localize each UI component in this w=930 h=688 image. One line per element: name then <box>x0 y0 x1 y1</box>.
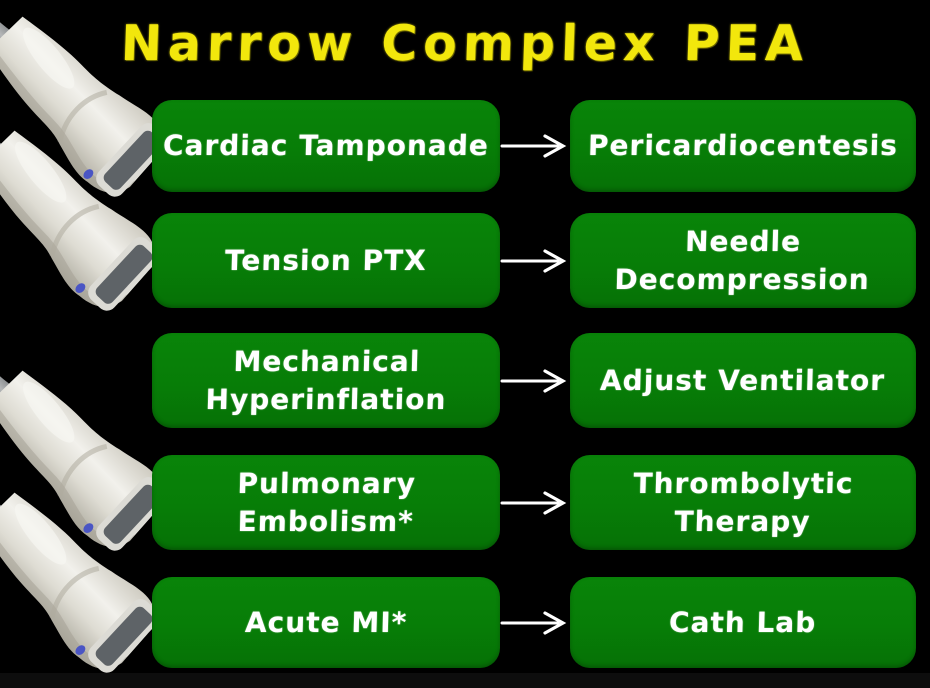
treatment-box: Pericardiocentesis <box>570 100 916 192</box>
cause-box-label: Tension PTX <box>224 243 428 277</box>
cause-box-label: Cardiac Tamponade <box>162 129 490 162</box>
arrow-icon <box>500 134 567 158</box>
treatment-box: Cath Lab <box>570 577 916 668</box>
arrow-icon <box>500 249 567 273</box>
treatment-box: Adjust Ventilator <box>570 333 916 428</box>
cause-box-label: Mechanical Hyperinflation <box>204 344 447 416</box>
treatment-box-label: Thrombolytic Therapy <box>633 466 854 538</box>
treatment-box: Needle Decompression <box>570 213 916 308</box>
treatment-box-label: Pericardiocentesis <box>587 129 899 162</box>
treatment-box: Thrombolytic Therapy <box>570 455 916 550</box>
slide-bottom-border <box>0 673 930 688</box>
cause-box: Mechanical Hyperinflation <box>152 333 500 428</box>
cause-box-label: Pulmonary Embolism* <box>236 466 417 538</box>
flow-row: Cardiac Tamponade Pericardiocentesis <box>0 100 930 192</box>
treatment-box-label: Adjust Ventilator <box>600 363 886 397</box>
cause-box-label: Acute MI* <box>244 605 408 639</box>
arrow-icon <box>500 611 567 635</box>
cause-box: Cardiac Tamponade <box>152 100 500 192</box>
slide-title: Narrow Complex PEA <box>119 14 811 72</box>
cause-box: Pulmonary Embolism* <box>152 455 500 550</box>
flow-row: Mechanical Hyperinflation Adjust Ventila… <box>0 333 930 428</box>
arrow-icon <box>500 369 567 393</box>
treatment-box-label: Cath Lab <box>668 605 818 639</box>
flow-row: Pulmonary Embolism* Thrombolytic Therapy <box>0 455 930 550</box>
cause-box: Tension PTX <box>152 213 500 308</box>
flow-row: Tension PTX Needle Decompression <box>0 213 930 308</box>
cause-box: Acute MI* <box>152 577 500 668</box>
arrow-icon <box>500 491 567 515</box>
treatment-box-label: Needle Decompression <box>614 224 871 296</box>
flow-row: Acute MI* Cath Lab <box>0 577 930 668</box>
